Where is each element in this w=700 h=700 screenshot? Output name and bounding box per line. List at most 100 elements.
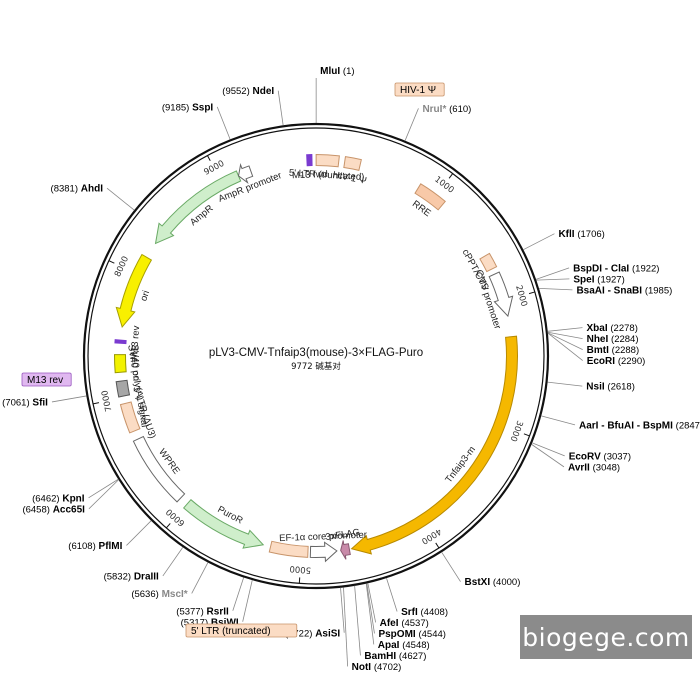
site-noti: NotI (4702) <box>352 662 402 673</box>
site-name: ApaI <box>378 640 400 651</box>
site-name: AhdI <box>81 184 103 195</box>
site-position: (2278) <box>610 323 637 334</box>
tick-mark <box>108 260 115 264</box>
feature-m13-fwd <box>306 154 313 167</box>
site-position: (2290) <box>618 356 645 367</box>
site-position: (2288) <box>612 345 639 356</box>
site-leader-line <box>51 395 87 403</box>
site-position: (3037) <box>604 451 631 462</box>
site-leader-line <box>343 587 349 667</box>
site-leader-line <box>367 583 377 623</box>
site-name: BspDI - ClaI <box>573 263 629 274</box>
site-msci: (5636) MscI* <box>131 589 187 600</box>
tick-mark <box>523 433 530 437</box>
site-leader-line <box>88 479 119 510</box>
site-position: (7061) <box>2 397 29 408</box>
site-name: MluI <box>320 66 340 77</box>
site-name: NheI <box>587 334 609 345</box>
site-leader-line <box>242 580 253 622</box>
site-srfi: SrfI (4408) <box>401 607 448 618</box>
site-sspi: (9185) SspI <box>162 102 214 113</box>
site-bmti: BmtI (2288) <box>587 345 639 356</box>
site-pspomi: PspOMI (4544) <box>378 629 445 640</box>
site-ndei: (9552) NdeI <box>222 86 274 97</box>
tick-label: 7000 <box>100 389 114 412</box>
tick-mark <box>206 155 211 162</box>
site-name: SpeI <box>573 274 594 285</box>
site-position: (2284) <box>611 334 638 345</box>
site-leader-line <box>547 327 583 332</box>
site-bstxi: BstXI (4000) <box>465 577 521 588</box>
feature-puror <box>182 498 265 549</box>
feature-m13-rev <box>114 339 127 345</box>
boxed-label-text-hiv-1: HIV-1 Ψ <box>400 85 436 96</box>
site-name: BamHI <box>364 651 396 662</box>
site-name: Acc65I <box>53 504 85 515</box>
site-spei: SpeI (1927) <box>573 274 624 285</box>
site-name: DraIII <box>134 571 159 582</box>
feature-5-ltr-truncated <box>315 153 340 168</box>
site-position: (9185) <box>162 102 189 113</box>
boxed-label-m13-rev <box>21 372 72 387</box>
tick-label: 6000 <box>164 506 187 528</box>
site-rsrii: (5377) RsrII <box>176 606 229 617</box>
site-name: PflMI <box>99 541 123 552</box>
site-name: PspOMI <box>378 629 415 640</box>
boxed-label-hiv-1 <box>394 82 445 97</box>
tick-label: 8000 <box>113 255 131 279</box>
feature-item <box>268 540 309 558</box>
site-name: MscI* <box>162 589 188 600</box>
site-position: (4000) <box>493 577 520 588</box>
tick-label: 9000 <box>202 159 226 178</box>
site-leader-line <box>541 415 576 426</box>
tick-mark <box>528 291 535 295</box>
feature-label-5-ltr-truncated: 5' LTR (truncated) <box>289 168 365 183</box>
site-nhei: NheI (2284) <box>587 334 639 345</box>
feature-ampr <box>154 170 242 245</box>
site-ecorv: EcoRV (3037) <box>569 451 631 462</box>
site-aari-bfuai-bspmi: AarI - BfuAI - BspMI (2847) <box>579 420 700 431</box>
feature-rre <box>414 183 446 211</box>
site-name: EcoRI <box>587 356 616 367</box>
site-leader-line <box>547 332 583 350</box>
feature-tnfaip3-m <box>350 335 518 555</box>
backbone-outer-ring <box>82 122 550 590</box>
feature-label-ef-1-core-promoter: EF-1α core promoter <box>279 530 367 544</box>
site-leader-line <box>232 577 245 611</box>
site-name: AarI - BfuAI - BspMI <box>579 420 673 431</box>
site-name: BsiWI <box>211 617 239 628</box>
tick-label: 3000 <box>507 419 524 443</box>
site-name: BstXI <box>465 577 491 588</box>
site-position: (2618) <box>607 382 634 393</box>
site-leader-line <box>340 587 345 633</box>
site-name: KflI <box>558 229 574 240</box>
site-acc65i: (6458) Acc65I <box>22 504 85 515</box>
site-ecori: EcoRI (2290) <box>587 356 646 367</box>
site-position: (1922) <box>632 263 659 274</box>
feature-label-sv40-ori: SV40 ori <box>129 344 141 381</box>
site-pflmi: (6108) PflMI <box>68 541 122 552</box>
site-sfii: (7061) SfiI <box>2 397 48 408</box>
feature-label-ori: ori <box>138 289 152 303</box>
site-position: (4544) <box>418 629 445 640</box>
site-leader-line <box>386 577 398 612</box>
site-name: BsaAI - SnaBI <box>576 285 642 296</box>
boxed-label-5-ltr-truncated <box>185 623 298 638</box>
site-position: (4537) <box>401 618 428 629</box>
tick-label: 4000 <box>419 526 443 546</box>
site-nsii: NsiI (2618) <box>586 382 635 393</box>
site-position: (1706) <box>577 229 604 240</box>
site-name: SrfI <box>401 607 418 618</box>
site-leader-line <box>532 442 565 457</box>
site-position: (6108) <box>68 541 95 552</box>
feature-cppt-cts <box>479 252 498 273</box>
site-afei: AfeI (4537) <box>380 618 429 629</box>
backbone-inner-ring <box>87 127 545 585</box>
site-kpni: (6462) KpnI <box>32 493 85 504</box>
site-leader-line <box>531 444 565 468</box>
feature-ampr-promoter <box>237 163 254 184</box>
site-name: NsiI <box>586 382 605 393</box>
feature-3-ltr-u3 <box>119 401 141 434</box>
site-leader-line <box>538 287 573 291</box>
site-name: AfeI <box>380 618 399 629</box>
